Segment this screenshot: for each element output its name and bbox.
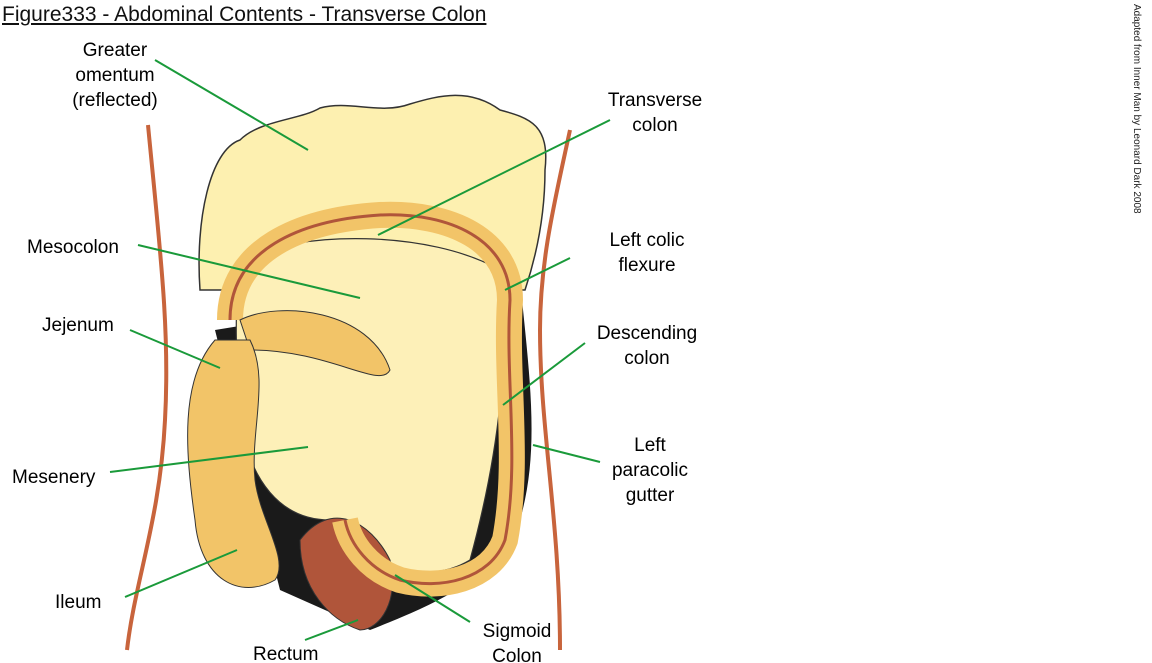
label-line: Left xyxy=(634,435,666,456)
leader-left-paracolic-gutter xyxy=(532,444,601,463)
leader-ileum xyxy=(124,549,238,598)
label-line: Descending xyxy=(596,323,698,344)
leader-mesenery xyxy=(109,446,309,473)
label-line: omentum xyxy=(75,65,155,86)
leader-mesocolon xyxy=(137,244,361,299)
label-greater-omentum: Greater omentum (reflected) xyxy=(55,38,175,113)
leader-greater-omentum xyxy=(154,59,309,151)
leader-left-colic-flexure xyxy=(504,257,571,291)
label-rectum: Rectum xyxy=(253,644,319,663)
label-ileum: Ileum xyxy=(55,592,102,613)
label-line: colon xyxy=(632,115,678,136)
label-line: Left colic xyxy=(609,230,685,251)
leader-jejenum xyxy=(129,329,221,369)
label-line: gutter xyxy=(625,485,675,506)
figure-title: Figure333 - Abdominal Contents - Transve… xyxy=(2,3,487,26)
left-body-wall xyxy=(125,124,169,651)
leader-lines xyxy=(109,59,611,641)
label-mesenery: Mesenery xyxy=(12,467,96,488)
label-jejenum: Jejenum xyxy=(42,315,114,336)
label-line: Greater xyxy=(82,40,148,61)
label-left-colic-flexure: Left colic flexure xyxy=(587,228,707,278)
credit-text: Adapted from Inner Man by Leonard Dark 2… xyxy=(1131,4,1142,214)
label-line: flexure xyxy=(618,255,676,276)
label-line: Sigmoid xyxy=(482,621,552,642)
leader-sigmoid-colon xyxy=(394,574,471,623)
leader-descending-colon xyxy=(502,342,586,406)
label-mesocolon: Mesocolon xyxy=(27,237,119,258)
label-line: Transverse xyxy=(607,90,703,111)
small-intestine-loops xyxy=(187,339,280,588)
label-sigmoid-colon: Sigmoid Colon xyxy=(467,619,567,663)
leader-rectum xyxy=(304,619,359,641)
label-transverse-colon: Transverse colon xyxy=(590,88,720,138)
label-line: colon xyxy=(624,348,670,369)
label-line: paracolic xyxy=(611,460,689,481)
label-line: Colon xyxy=(492,646,542,663)
right-body-wall xyxy=(537,129,572,651)
label-line: (reflected) xyxy=(72,90,158,111)
leader-transverse-colon xyxy=(377,119,611,236)
label-descending-colon: Descending colon xyxy=(582,321,712,371)
jejunum-loop xyxy=(239,310,391,376)
label-left-paracolic-gutter: Left paracolic gutter xyxy=(600,433,700,508)
